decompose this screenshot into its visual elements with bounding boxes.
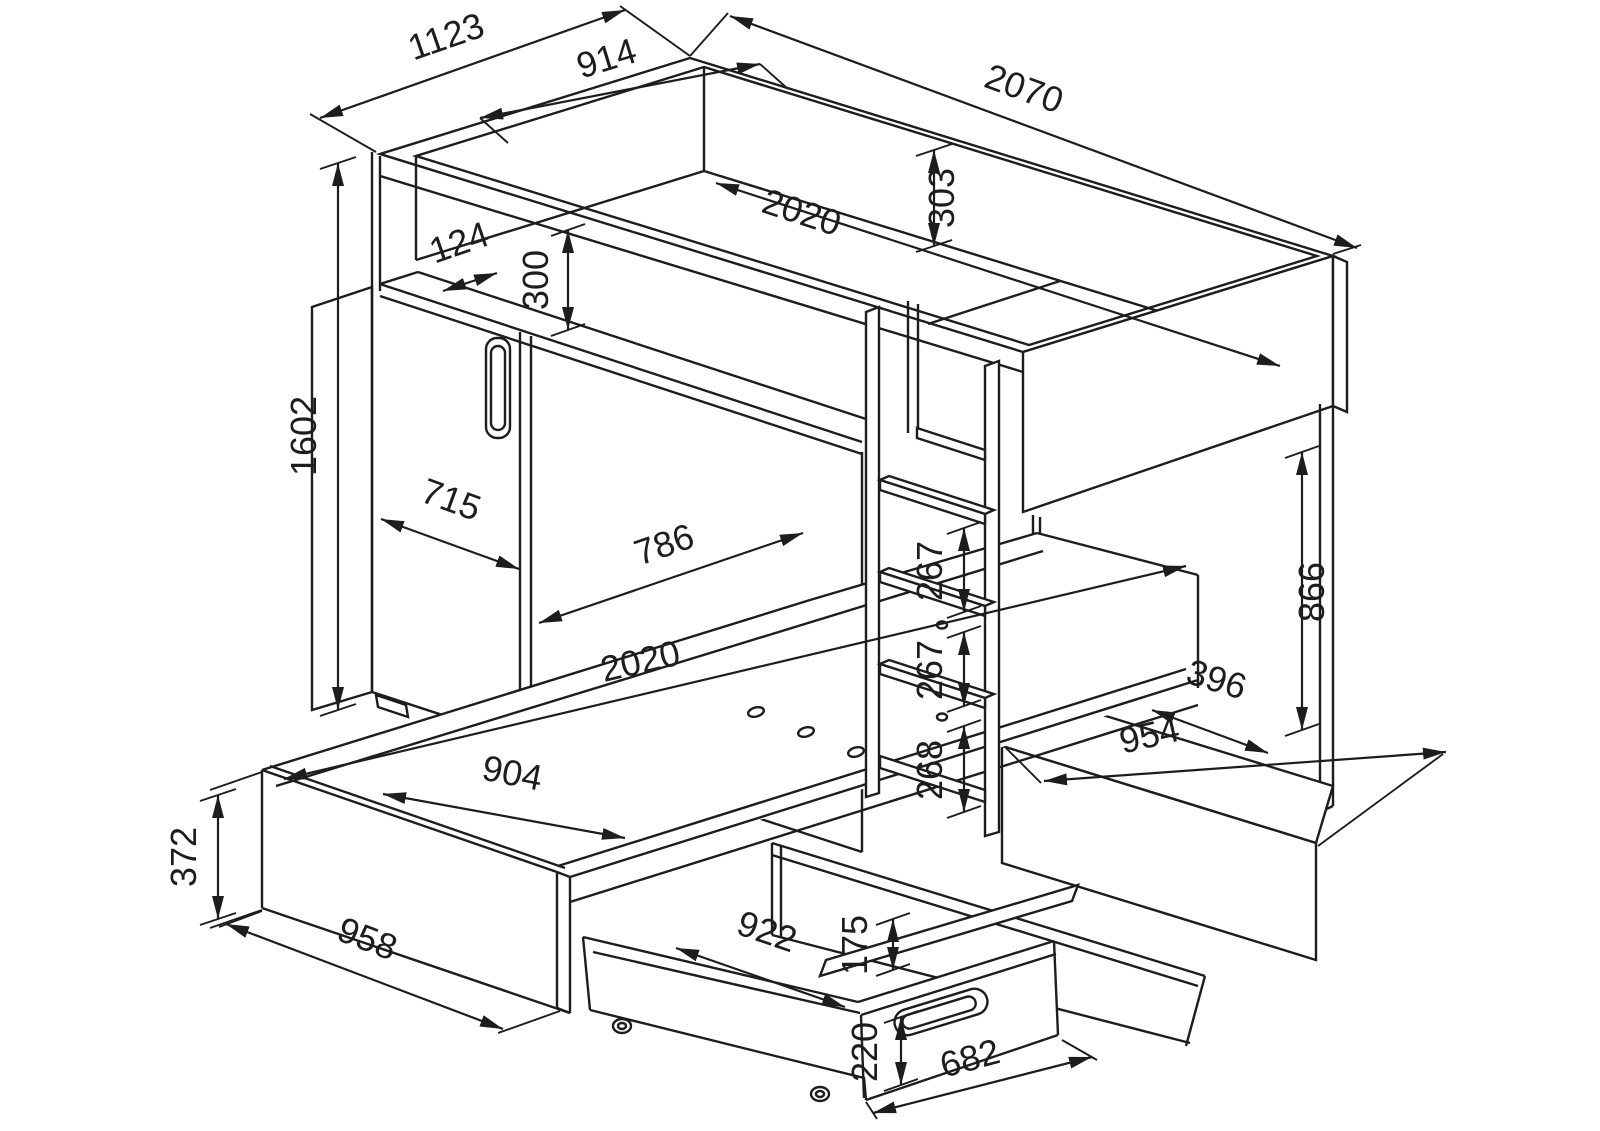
dim-label-268: 268: [909, 740, 950, 800]
shelf1-front: [878, 478, 987, 526]
dim-ext: [309, 5, 691, 153]
dim-label-267-middle: 267: [909, 640, 950, 700]
footboard-end-cap: [1331, 254, 1349, 414]
wardrobe-left-face: [310, 285, 374, 712]
drawer-left-wall-bottom: [589, 1008, 868, 1101]
dim-line: [675, 946, 846, 1009]
drawer-left-wall-edge: [581, 936, 592, 1011]
dim-line: [1151, 708, 1269, 755]
niche-floor-back-edge: [417, 270, 867, 421]
dim-line: [872, 1055, 1093, 1115]
dim-line: [283, 564, 1187, 781]
wardrobe-door-handle-inner: [489, 344, 507, 432]
dim-underbed-clearance: 866: [1284, 445, 1332, 737]
dim-line: [1043, 747, 1447, 786]
niche-floor-left-edge: [379, 270, 419, 286]
dim-line: [715, 181, 1281, 368]
caster-wheel-2: [809, 1085, 831, 1103]
dim-label-303: 303: [921, 168, 962, 228]
ladder-right-rail: [983, 359, 1001, 838]
caster-wheel-1: [611, 1017, 633, 1035]
dim-shelf-gap-bottom: 268: [909, 719, 982, 819]
dim-shelf-gap-top: 267: [909, 521, 982, 619]
dim-ext: [199, 771, 263, 929]
dim-label-1602: 1602: [283, 396, 324, 476]
inplace-drawer-fill: [772, 843, 1205, 1046]
dim-wardrobe-height: 1602: [283, 156, 357, 717]
dim-label-175: 175: [834, 915, 875, 975]
drawer-front-right-edge: [1052, 940, 1060, 1036]
dim-label-220: 220: [844, 1022, 885, 1082]
inplace-drawer-right-edge: [1184, 975, 1207, 1047]
head-inner-bottom-edge: [415, 169, 705, 262]
dim-line: [382, 792, 626, 840]
caster-hub-1: [616, 1021, 628, 1031]
ladder-left-rail: [864, 305, 881, 799]
dim-drawer-inner-depth: 175: [834, 912, 911, 977]
dim-shelf-gap-middle: 267: [909, 625, 982, 713]
caster-hub-2: [814, 1089, 826, 1099]
inplace-drawer-top-edge: [771, 841, 1206, 978]
base-unit-front-face: [1000, 744, 1318, 962]
drawer-handle: [893, 987, 989, 1037]
ladder-top-step: [915, 426, 987, 462]
dim-line: [479, 62, 761, 120]
wardrobe-top-edge: [379, 294, 863, 456]
dim-label-300: 300: [515, 250, 556, 310]
inplace-drawer-left-edges: [770, 843, 783, 938]
dim-label-866: 866: [1291, 562, 1332, 622]
drawer-front-top-inner: [860, 952, 1057, 1017]
drawer-front-top-edge: [857, 939, 1055, 1004]
dim-shelf-niche-height: 300: [515, 223, 586, 337]
dim-pullout-bed-height: 372: [163, 771, 263, 929]
drawer-casters: [611, 1017, 831, 1103]
dim-line: [380, 517, 520, 571]
dim-line: [225, 922, 504, 1031]
dim-line: [442, 271, 498, 293]
niche-floor-front-edge: [379, 282, 863, 444]
dim-label-267-top: 267: [909, 541, 950, 601]
dim-line: [319, 8, 626, 120]
dim-label-372: 372: [163, 827, 204, 887]
